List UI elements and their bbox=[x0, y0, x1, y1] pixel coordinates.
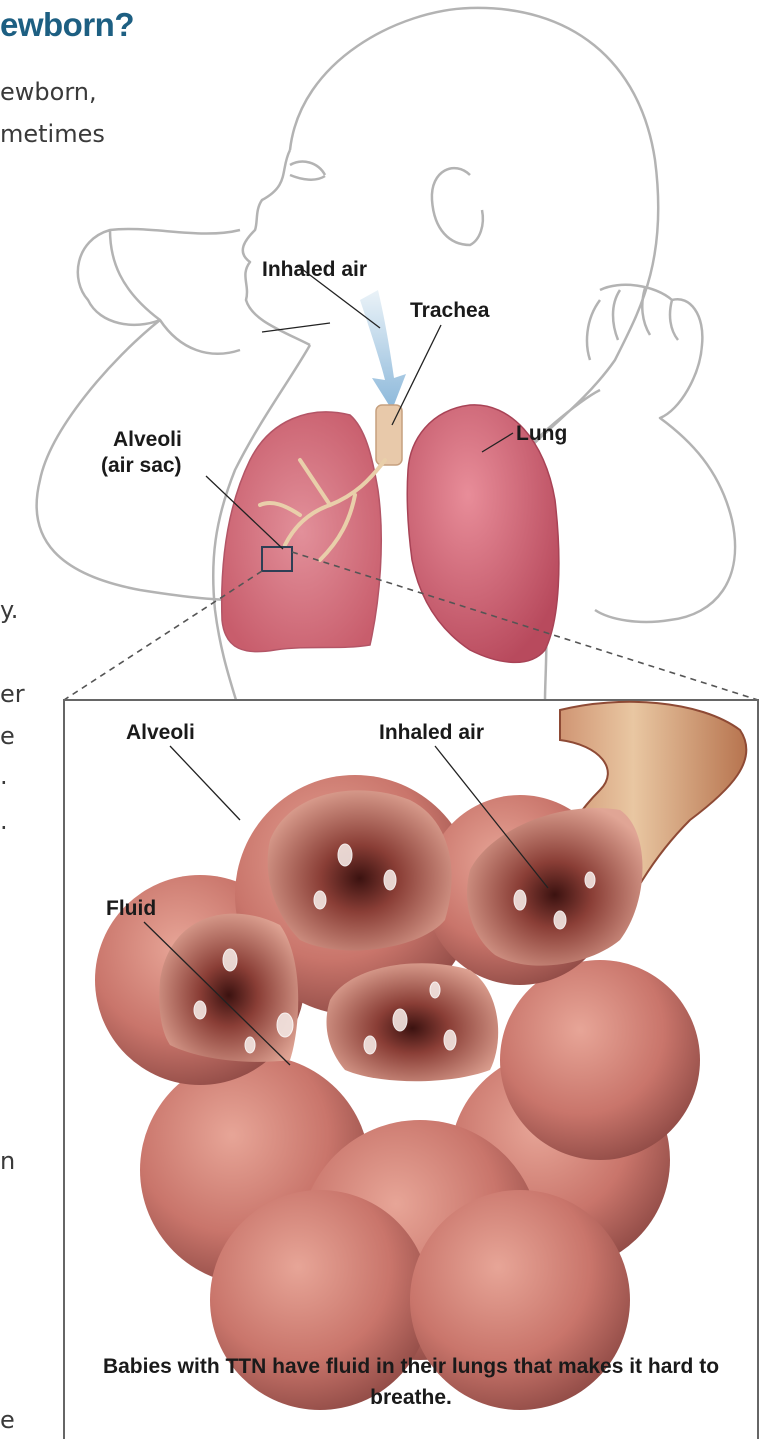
alveoli-opening-top bbox=[268, 790, 452, 950]
label-fluid: Fluid bbox=[106, 897, 156, 920]
inhaled-air-arrow bbox=[360, 290, 406, 410]
baby-eye-outline bbox=[290, 162, 325, 180]
label-inhaled-air-top: Inhaled air bbox=[262, 258, 367, 281]
baby-arm-left-outline bbox=[37, 229, 240, 600]
label-alveoli-bottom: Alveoli bbox=[126, 721, 195, 744]
baby-ear-outline bbox=[432, 168, 483, 245]
alveoli-opening-left bbox=[159, 914, 298, 1062]
label-inhaled-air-bottom: Inhaled air bbox=[379, 721, 484, 744]
zoom-dashed-lines bbox=[64, 552, 758, 700]
label-trachea: Trachea bbox=[410, 299, 490, 322]
label-alveoli-top-line1: Alveoli bbox=[113, 428, 182, 451]
label-lung: Lung bbox=[516, 422, 567, 445]
figure-caption: Babies with TTN have fluid in their lung… bbox=[64, 1351, 758, 1413]
label-alveoli-top-line2: (air sac) bbox=[101, 454, 182, 477]
alveoli-opening-center bbox=[326, 963, 498, 1081]
